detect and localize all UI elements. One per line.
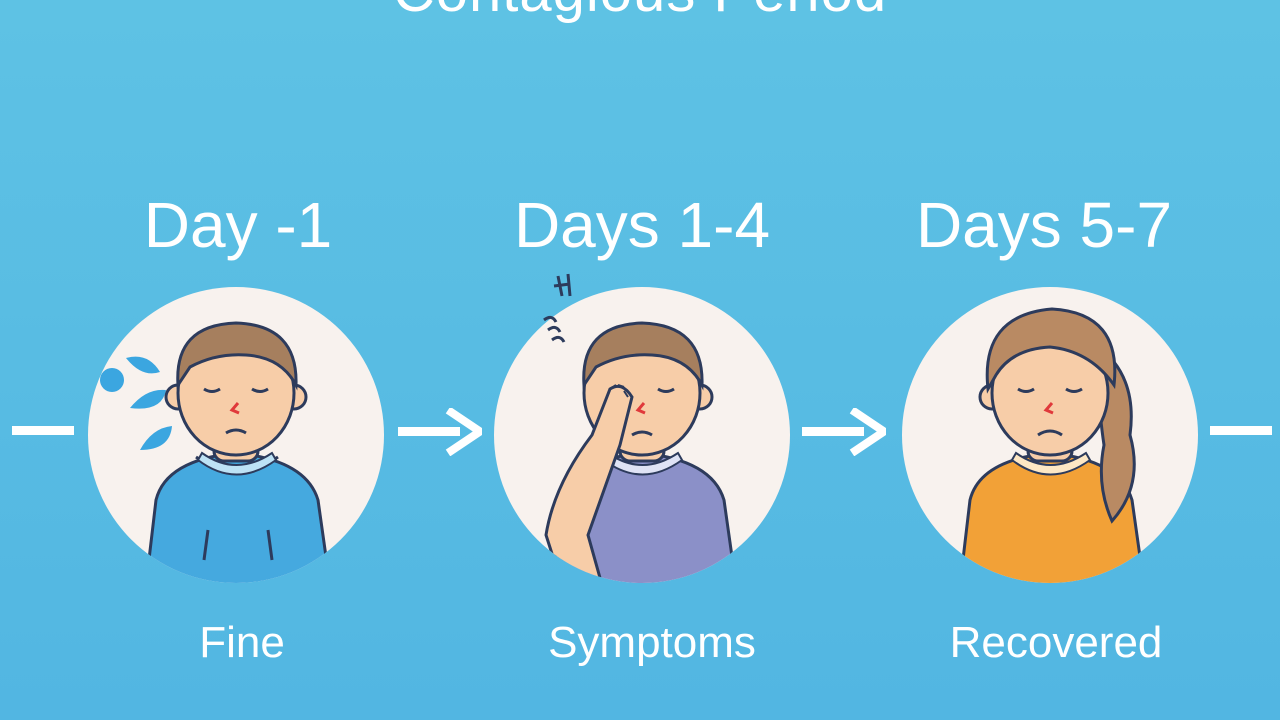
stress-marks-icon: [543, 273, 572, 343]
right-arrow-icon: [802, 408, 886, 456]
stage-2-status: Symptoms: [548, 618, 756, 667]
stage-1-day: Day -1: [143, 189, 333, 261]
stage-3-portrait: [900, 285, 1200, 585]
stage-2-portrait: [492, 285, 792, 585]
stage-1-portrait: [86, 285, 386, 585]
end-dash: [1210, 426, 1272, 435]
stage-2-day: Days 1-4: [513, 189, 771, 261]
start-dash: [12, 426, 74, 435]
page-title: Contagious Period: [0, 0, 1280, 25]
stage-3-day: Days 5-7: [915, 189, 1173, 261]
stage-1-status: Fine: [199, 618, 285, 667]
stage-3-status: Recovered: [949, 618, 1163, 667]
water-drops-icon: [100, 356, 172, 450]
right-arrow-icon: [398, 408, 482, 456]
